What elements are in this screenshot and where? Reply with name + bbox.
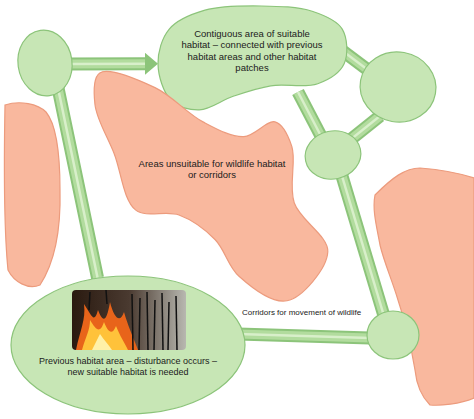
flame <box>92 334 112 350</box>
previous-habitat-area-shape <box>11 276 245 414</box>
corridor-band <box>350 116 380 140</box>
node-text: Previous habitat area – disturbance occu… <box>38 356 218 378</box>
tree-trunk <box>162 293 163 350</box>
tree-trunk <box>106 290 107 304</box>
corridor <box>238 334 370 338</box>
flame <box>82 320 128 350</box>
burnt-trees <box>89 290 177 350</box>
tree-trunk <box>176 296 177 350</box>
corridor-band <box>298 92 322 138</box>
corridor-band <box>298 92 322 138</box>
fire-photo <box>72 290 186 350</box>
tree-trunk <box>139 298 140 350</box>
corridor-band <box>238 334 370 338</box>
tree-trunk <box>147 292 148 350</box>
corridor-label: Corridors for movement of wildlife <box>240 308 363 318</box>
photo-ground <box>72 290 186 350</box>
tree-trunk <box>154 300 155 350</box>
corridor-band <box>350 116 380 140</box>
unsuitable-area-shape <box>94 71 328 301</box>
habitat-area-shape <box>158 6 347 110</box>
corridor-band <box>298 92 322 138</box>
corridor-band <box>342 176 384 316</box>
unsuitable-area <box>374 168 474 405</box>
unsuitable-area <box>4 103 60 287</box>
node-text: Contiguous area of suitable habitat – co… <box>180 28 324 74</box>
corridor-band <box>238 334 370 338</box>
corridor <box>350 116 380 140</box>
habitat-patch <box>367 311 419 359</box>
habitat-patch <box>301 126 366 185</box>
corridor-band <box>238 334 370 338</box>
tree-trunk <box>168 302 169 350</box>
habitat-area: Contiguous area of suitable habitat – co… <box>158 6 346 111</box>
corridor <box>342 176 384 316</box>
corridor-band <box>350 116 380 140</box>
tree-trunk <box>132 294 133 350</box>
corridor-band <box>342 176 384 316</box>
node-text: Areas unsuitable for wildlife habitat or… <box>137 158 287 181</box>
previous-habitat-area: Previous habitat area – disturbance occu… <box>10 275 246 415</box>
habitat-patch <box>354 46 441 128</box>
tree-trunk <box>89 292 90 310</box>
corridor-band <box>342 176 384 316</box>
flame <box>76 302 138 350</box>
corridor <box>298 92 322 138</box>
habitat-patch <box>14 27 77 100</box>
